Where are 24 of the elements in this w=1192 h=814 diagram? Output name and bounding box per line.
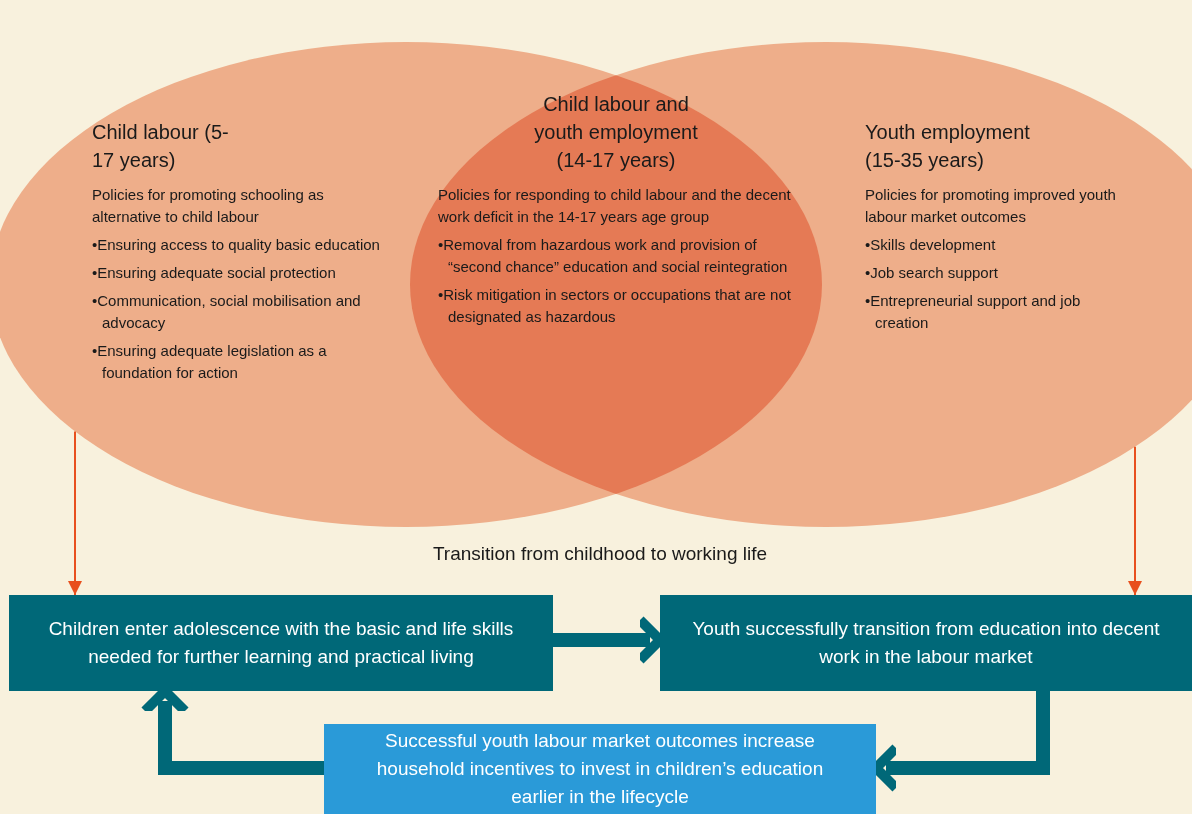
arrow (68, 430, 82, 596)
policy-text: Policies for promoting schooling as alternative to child labour (92, 185, 325, 227)
arrow (1128, 445, 1142, 596)
box-text: Youth successfully transition from education into decent work in the labour market (691, 617, 1161, 669)
box-text: Children enter adolescence with the basic and life skills needed for further learning and practical living (47, 617, 515, 669)
circle-heading: Youth employment (15-35 years) (865, 120, 1031, 173)
bullet-item: •Communication, social mobilisation and advocacy (92, 291, 362, 333)
bullet-item: •Job search support (865, 263, 999, 283)
bullet-item: •Ensuring adequate social protection (92, 263, 337, 283)
transition-label: Transition from childhood to working life (431, 543, 769, 565)
bullet-item: •Ensuring access to quality basic education (92, 235, 381, 255)
circle-heading: Child labour (5-17 years) (92, 120, 230, 173)
outcome-box (660, 595, 1192, 691)
box-text: Successful youth labour market outcomes increase household incentives to invest in children’s education earlier in the lifecycle (375, 729, 825, 809)
outcome-box (9, 595, 553, 691)
bullet-item: •Risk mitigation in sectors or occupations that are not designated as hazardous (438, 285, 792, 327)
bullet-item: •Entrepreneurial support and job creation (865, 291, 1082, 333)
bullet-item: •Removal from hazardous work and provision of “second chance” education and social reintegration (438, 235, 789, 277)
policy-text: Policies for responding to child labour and the decent work deficit in the 14-17 years age group (438, 185, 792, 227)
circle-heading: Child labour and youth employment (14-17 years) (533, 92, 699, 173)
bullet-item: •Skills development (865, 235, 997, 255)
policy-text: Policies for promoting improved youth labour market outcomes (865, 185, 1117, 227)
bullet-item: •Ensuring adequate legislation as a foundation for action (92, 341, 328, 383)
outcome-box (324, 724, 876, 814)
